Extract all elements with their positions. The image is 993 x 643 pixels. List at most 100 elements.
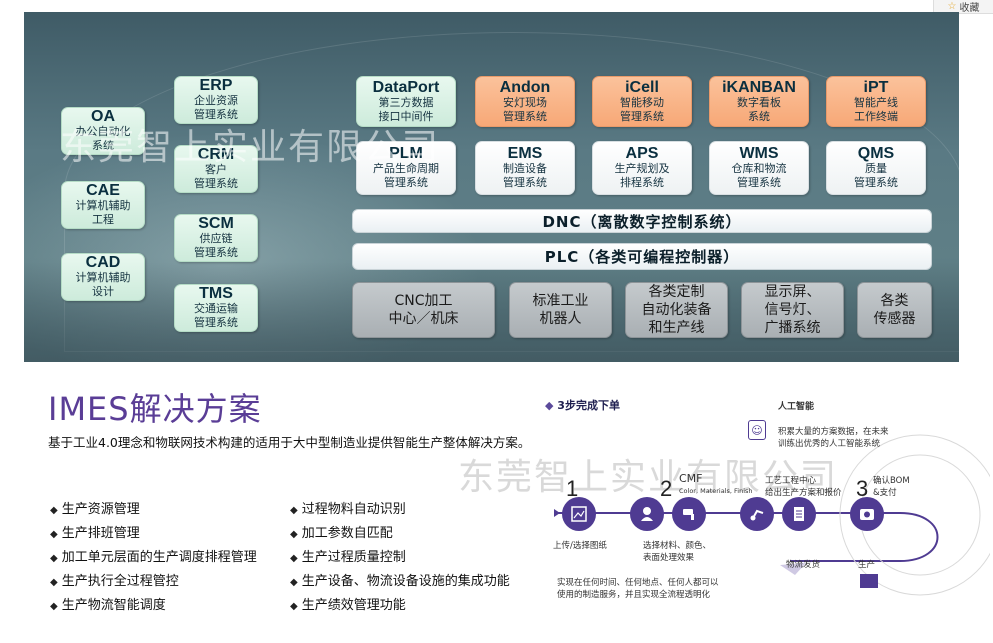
system-card-ikanban-subtitle: 数字看板系统 xyxy=(737,95,781,123)
step2-number: 2 xyxy=(660,476,673,501)
flow-start-dot xyxy=(554,509,560,517)
system-card-crm-title: CRM xyxy=(197,146,235,163)
features-right: 过程物料自动识别加工参数自匹配生产过程质量控制生产设备、物流设备设施的集成功能生… xyxy=(290,498,510,618)
bottom-text: 实现在任何时间、任何地点、任何人都可以使用的制造服务，并且实现全流程透明化 xyxy=(557,578,719,600)
system-card-scm-title: SCM xyxy=(198,215,234,232)
system-card-tms-subtitle: 交通运输管理系统 xyxy=(194,302,238,329)
steps-flow-lines xyxy=(554,434,990,596)
payment-icon xyxy=(860,509,874,520)
system-card-plm-subtitle: 产品生命周期管理系统 xyxy=(373,162,439,189)
logistics-label: 物流发货 xyxy=(786,560,821,570)
step2-head: CMF xyxy=(679,472,703,485)
system-card-cae-title: CAE xyxy=(86,182,120,199)
robot-arm-icon xyxy=(750,509,764,521)
step3-number: 3 xyxy=(856,476,869,501)
feature-left-item: 生产排班管理 xyxy=(50,522,257,546)
production-label: 生产 xyxy=(858,560,876,570)
step2-label: 选择材料、颜色、表面处理效果 xyxy=(643,541,712,563)
system-card-dataport-subtitle: 第三方数据接口中间件 xyxy=(378,95,434,123)
feature-left-item: 生产执行全过程管控 xyxy=(50,570,257,594)
engineering-icon-circle xyxy=(740,497,774,531)
step2-sub: Color, Materials, Finish xyxy=(679,487,753,495)
system-card-ikanban-title: iKANBAN xyxy=(722,78,796,96)
solution-description: 基于工业4.0理念和物联网技术构建的适用于大中型制造业提供智能生产整体解决方案。 xyxy=(48,435,531,450)
system-card-crm-subtitle: 客户管理系统 xyxy=(194,163,238,190)
system-card-icell-subtitle: 智能移动管理系统 xyxy=(620,95,664,123)
device-card-5-subtitle: 各类传感器 xyxy=(873,293,916,327)
ai-label: 人工智能 xyxy=(778,402,815,412)
feature-right-item: 生产过程质量控制 xyxy=(290,546,510,570)
system-card-oa-subtitle: 办公自动化系统 xyxy=(75,125,131,152)
feature-right-item: 生产绩效管理功能 xyxy=(290,594,510,618)
system-card-qms-title: QMS xyxy=(857,145,895,162)
step1-label: 上传/选择图纸 xyxy=(553,541,607,551)
steps-title: 3步完成下单 xyxy=(545,397,620,413)
system-card-aps-subtitle: 生产规划及排程系统 xyxy=(614,162,670,189)
system-card-aps-title: APS xyxy=(625,145,659,162)
robot-icon: ☺ xyxy=(748,420,766,440)
device-card-1-subtitle: CNC加工中心／机床 xyxy=(388,293,459,327)
features-left: 生产资源管理生产排班管理加工单元层面的生产调度排程管理生产执行全过程管控生产物流… xyxy=(50,498,257,618)
device-card-3: 各类定制自动化装备和生产线 xyxy=(625,282,728,338)
system-card-erp-subtitle: 企业资源管理系统 xyxy=(194,94,238,121)
device-card-2: 标准工业机器人 xyxy=(509,282,612,338)
craft-text: 工艺工程中心给出生产方案和报价 xyxy=(765,476,842,498)
step1-number: 1 xyxy=(566,476,579,501)
system-card-tms-title: TMS xyxy=(199,285,233,302)
material-icon-circle xyxy=(630,497,664,531)
upload-icon-circle xyxy=(562,497,596,531)
materials-icon xyxy=(641,507,653,521)
system-card-wms-title: WMS xyxy=(739,145,779,162)
arrow-icon xyxy=(780,563,806,575)
system-card-cad-subtitle: 计算机辅助设计 xyxy=(75,271,131,298)
system-card-ipt-subtitle: 智能产线工作终端 xyxy=(854,95,898,123)
payment-icon-circle xyxy=(850,497,884,531)
device-card-4: 显示屏、信号灯、广播系统 xyxy=(741,282,844,338)
watermark-bottom: 东莞智上实业有限公司 xyxy=(458,457,839,498)
system-card-wms-subtitle: 仓库和物流管理系统 xyxy=(731,162,787,189)
system-card-erp-title: ERP xyxy=(199,77,233,94)
solution-title: IMES解决方案 xyxy=(48,390,262,428)
feature-right-item: 过程物料自动识别 xyxy=(290,498,510,522)
system-card-oa-title: OA xyxy=(91,108,115,125)
star-icon: ☆ xyxy=(947,1,957,12)
paint-icon xyxy=(683,509,694,520)
document-icon xyxy=(794,507,804,521)
system-card-scm-subtitle: 供应链管理系统 xyxy=(194,232,238,259)
system-card-ems-subtitle: 制造设备管理系统 xyxy=(503,162,547,189)
device-card-1: CNC加工中心／机床 xyxy=(352,282,495,338)
plc-bar: PLC（各类可编程控制器） xyxy=(352,243,932,270)
dnc-bar: DNC（离散数字控制系统） xyxy=(352,209,932,233)
feature-right-item: 加工参数自匹配 xyxy=(290,522,510,546)
system-card-ems-title: EMS xyxy=(507,145,543,162)
ai-text: 积累大量的方案数据，在未来训练出优秀的人工智能系统 xyxy=(778,427,889,449)
finish-icon-circle xyxy=(672,497,706,531)
device-card-3-subtitle: 各类定制自动化装备和生产线 xyxy=(641,284,712,336)
feature-left-item: 生产资源管理 xyxy=(50,498,257,522)
system-card-dataport-title: DataPort xyxy=(372,78,440,96)
favorite-button[interactable]: ☆ 收藏 xyxy=(933,0,993,14)
document-icon-circle xyxy=(782,497,816,531)
blueprint-icon xyxy=(571,506,587,522)
system-card-cae-subtitle: 计算机辅助工程 xyxy=(75,199,131,226)
system-card-andon-title: Andon xyxy=(499,78,551,96)
favorite-label: 收藏 xyxy=(959,3,980,14)
factory-icon xyxy=(860,574,878,588)
